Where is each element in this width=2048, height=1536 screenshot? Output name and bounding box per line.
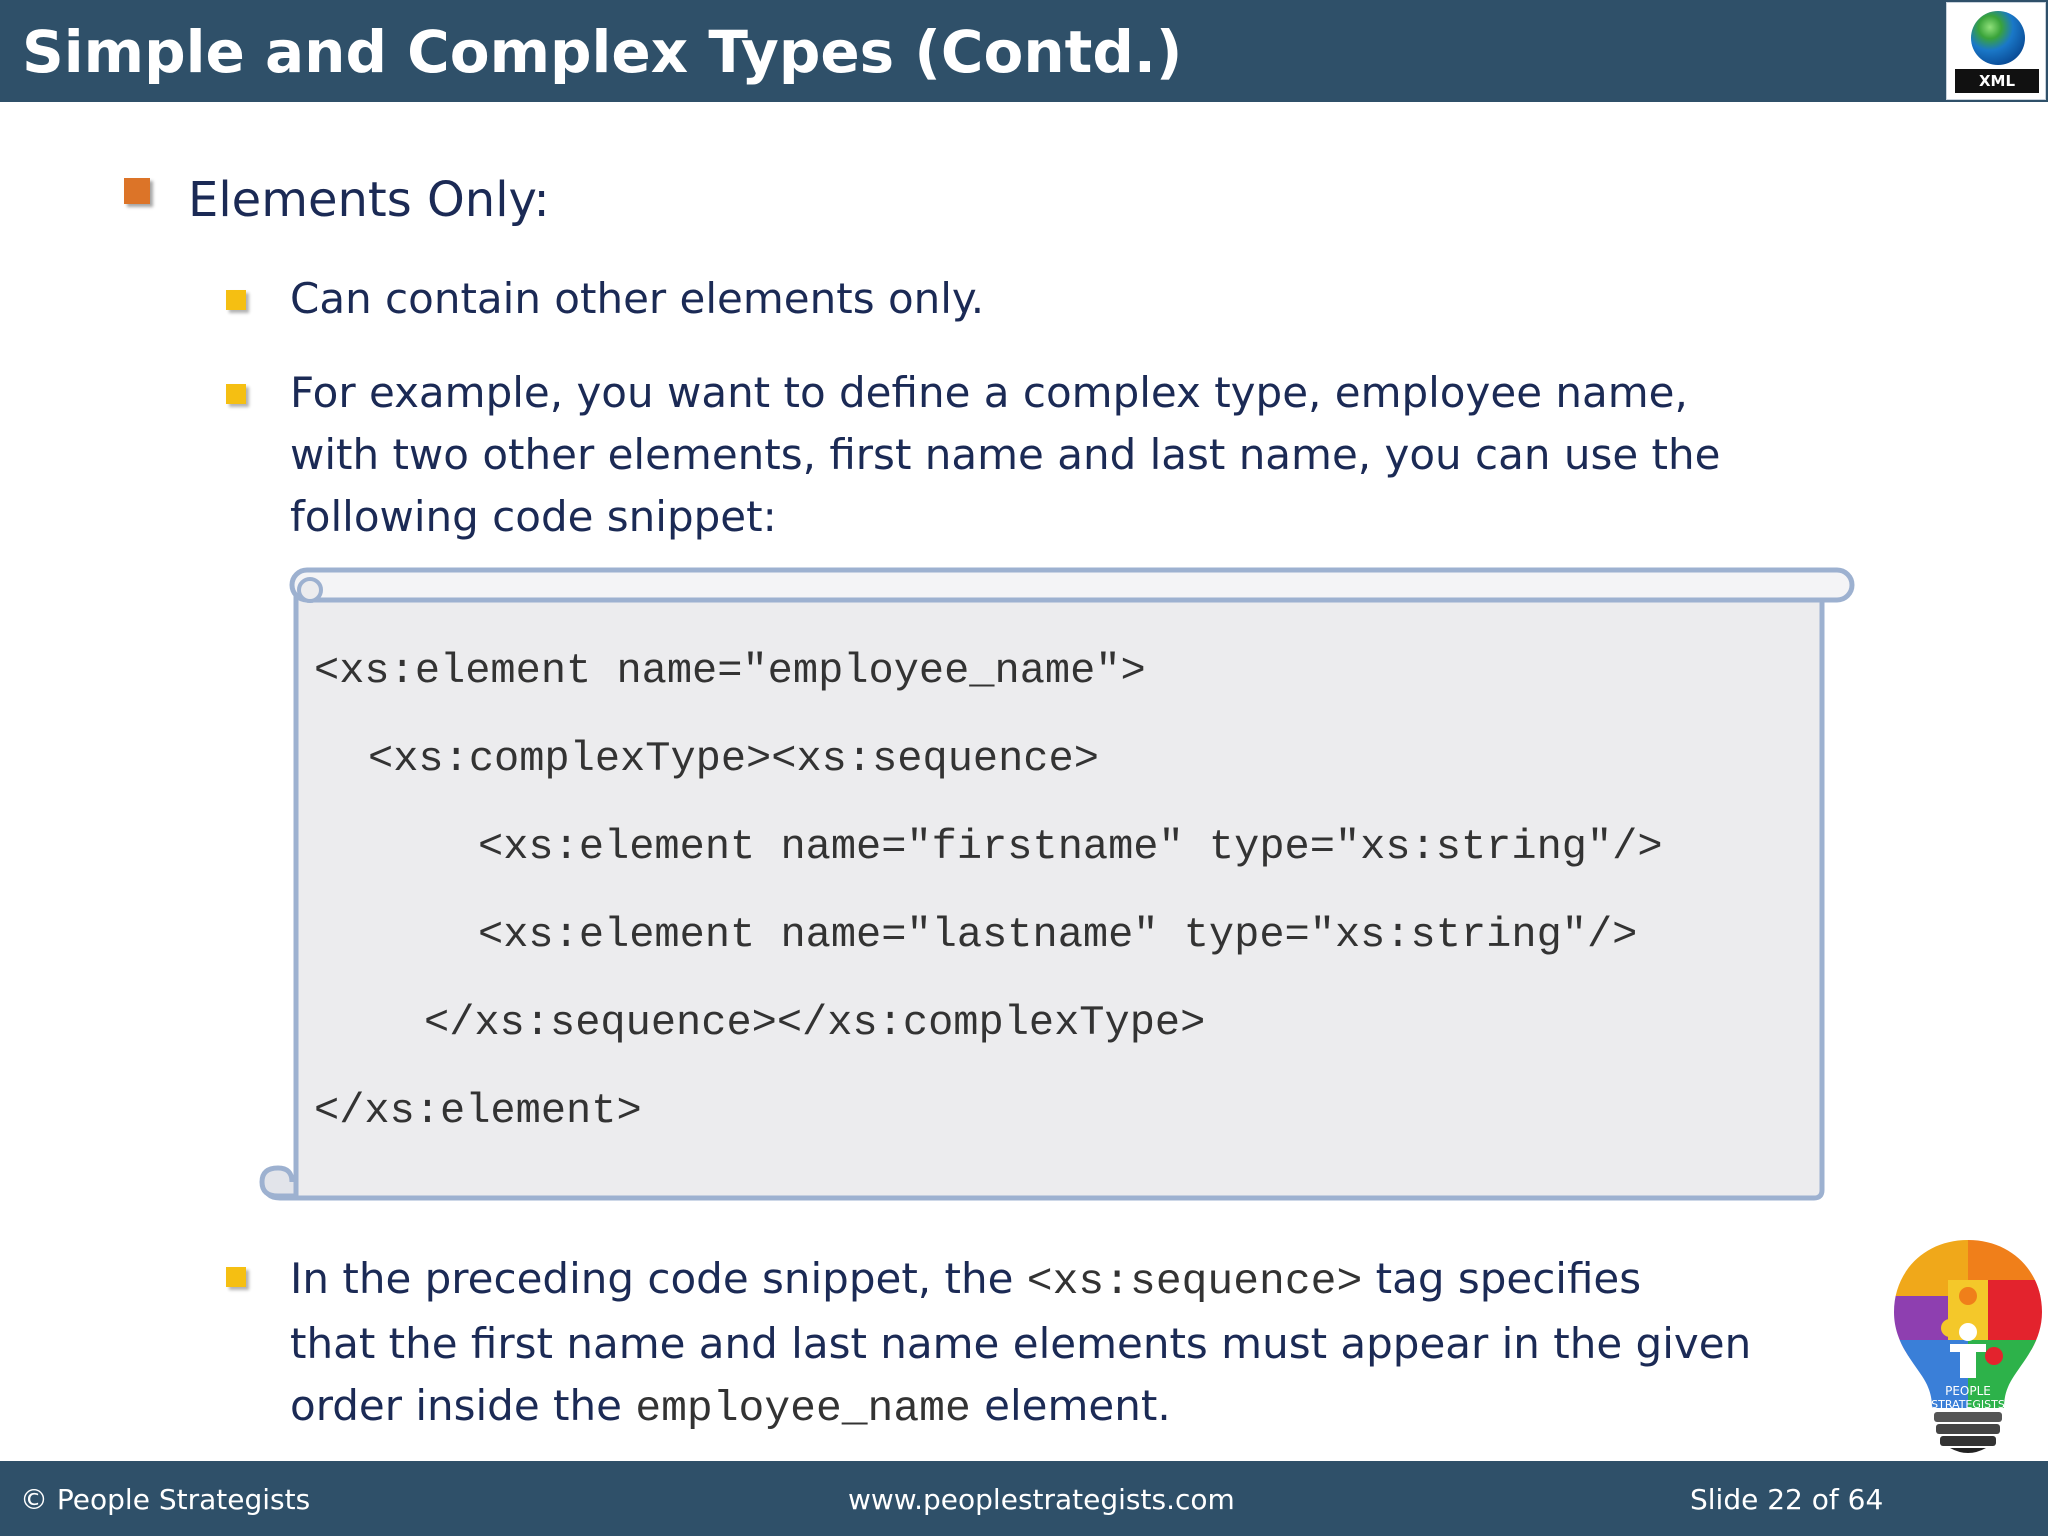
bullet-text-line: In the preceding code snippet, the <xs:s… [290, 1248, 1751, 1313]
slide-number: Slide 22 of 64 [1690, 1483, 1884, 1516]
bullet-text: Can contain other elements only. [290, 274, 985, 323]
section-heading: Elements Only: [188, 172, 550, 228]
bulb-tip [1950, 1448, 1986, 1453]
square-bullet-icon [226, 1267, 246, 1287]
square-bullet-icon [226, 384, 246, 404]
xml-logo: XML [1946, 2, 2046, 100]
bullet-text-line: For example, you want to define a comple… [290, 368, 1688, 417]
bullet-text-segment: tag specifies [1362, 1254, 1642, 1303]
code-line: <xs:element name="employee_name"> [314, 647, 1146, 695]
bulb-base [1934, 1412, 2002, 1422]
code-line: <xs:complexType><xs:sequence> [368, 735, 1099, 783]
globe-icon [1971, 11, 2025, 65]
logo-text-strategists: STRATEGISTS [1931, 1398, 2005, 1411]
square-bullet-icon [124, 178, 150, 204]
bullet-text-line: with two other elements, first name and … [290, 430, 1721, 479]
scroll-bottom-roll [259, 1165, 299, 1199]
bulb-base [1940, 1436, 1996, 1446]
bullet-text: For example, you want to define a comple… [290, 362, 1720, 548]
scroll-top-roll [289, 567, 1855, 603]
bullet-text-segment: element. [970, 1381, 1171, 1430]
bullet-text-segment: In the preceding code snippet, the [290, 1254, 1027, 1303]
code-line: </xs:sequence></xs:complexType> [424, 999, 1206, 1047]
xml-logo-label: XML [1955, 69, 2039, 93]
footer-bar: © People Strategists www.peoplestrategis… [0, 1461, 2048, 1536]
bulb-base [1936, 1424, 2000, 1434]
inline-code: <xs:sequence> [1026, 1257, 1363, 1306]
footer-copyright: © People Strategists [20, 1483, 311, 1516]
code-line: <xs:element name="lastname" type="xs:str… [478, 911, 1638, 959]
bullet-text-line: following code snippet: [290, 492, 777, 541]
code-line: <xs:element name="firstname" type="xs:st… [478, 823, 1663, 871]
person-icon [1950, 1323, 1986, 1378]
logo-text-people: PEOPLE [1945, 1384, 1991, 1398]
bullet-text-segment: order inside the [290, 1381, 636, 1430]
code-line: </xs:element> [314, 1087, 642, 1135]
title-bar: Simple and Complex Types (Contd.) XML [0, 0, 2048, 102]
inline-code: employee_name [635, 1384, 971, 1433]
slide-title: Simple and Complex Types (Contd.) [22, 18, 1183, 86]
bullet-text-line: order inside the employee_name element. [290, 1375, 1751, 1440]
square-bullet-icon [226, 290, 246, 310]
scroll-curl [297, 577, 323, 603]
people-strategists-bulb-logo: PEOPLE STRATEGISTS [1894, 1240, 2042, 1453]
footer-website: www.peoplestrategists.com [848, 1483, 1235, 1516]
bullet-text-line: that the first name and last name elemen… [290, 1319, 1752, 1368]
bullet-text: In the preceding code snippet, the <xs:s… [290, 1248, 1751, 1440]
